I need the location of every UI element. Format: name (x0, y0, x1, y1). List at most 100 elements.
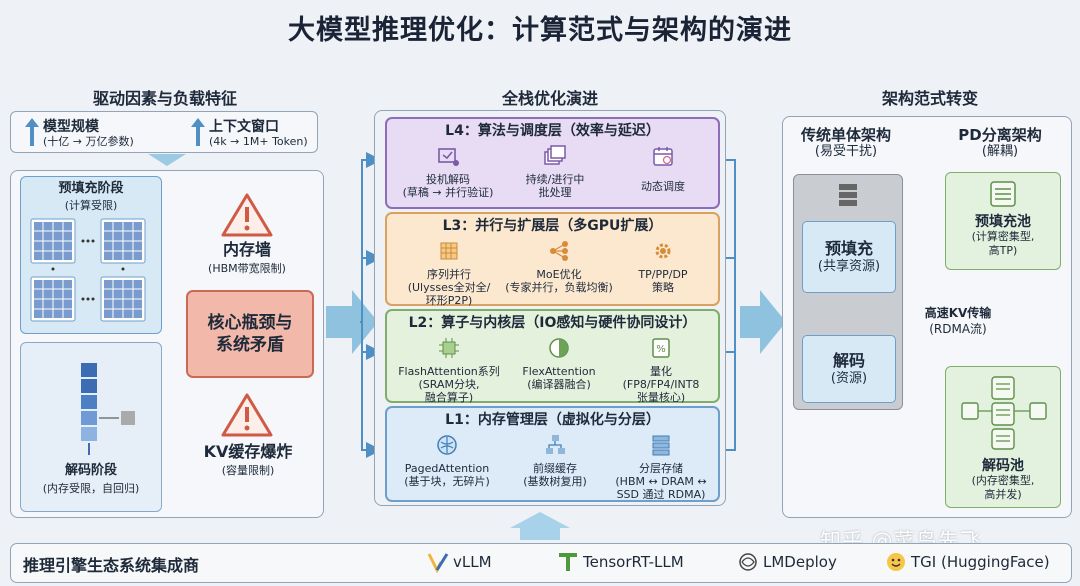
l4-item-2-line1: 持续/进行中 (525, 173, 585, 186)
context-window-sub: (4k → 1M+ Token) (209, 135, 308, 148)
engine-vllm: vLLM (453, 553, 492, 571)
left-to-middle-arrow (326, 290, 378, 354)
page-title: 大模型推理优化：计算范式与架构的演进 (288, 15, 792, 46)
batching-icon (544, 145, 566, 165)
prefill-pool-box: 预填充池 (计算密集型, 高TP) (945, 172, 1061, 270)
warning-icon (221, 193, 273, 237)
l2-item-flexattention: FlexAttention (编译器融合) (509, 337, 609, 391)
l3-item-tppp: TP/PP/DP 策略 (615, 240, 711, 294)
token-sequence-icon (81, 363, 135, 455)
l1-item-tiered-storage: 分层存储 (HBM ↔ DRAM ↔ SSD 通过 RDMA) (607, 434, 715, 501)
l1-item-3-line1: 分层存储 (639, 462, 683, 475)
mono-label: 传统单体架构 (800, 126, 891, 144)
kv-explosion-label: KV缓存爆炸 (203, 442, 293, 461)
stack-icon (652, 435, 670, 456)
huggingface-logo-icon (887, 553, 905, 571)
l4-item-1-line1: 投机解码 (426, 173, 470, 186)
prefill-pool-sub2: 高TP) (988, 244, 1018, 257)
memory-wall-label: 内存墙 (222, 240, 271, 259)
drivers-box: 模型规模 (十亿 → 万亿参数) 上下文窗口 (4k → 1M+ Token) (10, 111, 318, 153)
arrow-up-icon (191, 118, 205, 146)
server-rack-icon (990, 181, 1016, 207)
l2-item-2-line2: (编译器融合) (527, 378, 591, 391)
mono-decode-box: 解码 (资源) (802, 335, 896, 403)
engine-tensorrt: TensorRT-LLM (583, 553, 684, 571)
server-icon (839, 184, 857, 206)
gear-icon (655, 243, 671, 259)
prefill-stage-label: 预填充阶段 (58, 181, 124, 196)
l3-item-moe: MoE优化 (专家并行，负载均衡) (503, 240, 615, 294)
tree-cache-icon (546, 435, 565, 454)
vllm-logo-icon (427, 553, 449, 574)
l2-item-3-line2: (FP8/FP4/INT8 (622, 378, 700, 391)
l4-item-speculative: 投机解码 (草稿 → 并行验证) (393, 145, 503, 199)
l4-item-2-line2: 批处理 (538, 186, 572, 199)
core-line2: 系统矛盾 (216, 335, 284, 355)
ecosystem-bar: 推理引擎生态系统集成商 vLLM TensorRT-LLM LMDeploy T… (10, 543, 1072, 583)
decode-pool-label: 解码池 (982, 458, 1024, 474)
l4-title: L4：算法与调度层（效率与延迟） (445, 123, 660, 139)
quantization-icon: % (652, 338, 670, 358)
l2-item-3-line1: 量化 (650, 365, 672, 378)
engine-lmdeploy: LMDeploy (763, 553, 837, 571)
speculative-decoding-icon (438, 148, 459, 166)
layer-l2: L2：算子与内核层（IO感知与硬件协同设计） FlashAttention系列 … (385, 309, 720, 404)
l4-item-3-line1: 动态调度 (641, 180, 685, 193)
model-scale-label: 模型规模 (43, 119, 99, 135)
bottom-up-arrow (510, 512, 570, 540)
layer-l4: L4：算法与调度层（效率与延迟） 投机解码 (草稿 → 并行验证) 持续/进行中… (385, 117, 720, 209)
kv-transfer-sub: (RDMA流) (929, 322, 987, 336)
ecosystem-label: 推理引擎生态系统集成商 (23, 556, 200, 575)
l3-item-1-line1: 序列并行 (427, 268, 471, 281)
l3-item-sequence-parallel: 序列并行 (Ulysses全对全/ 环形P2P) (393, 240, 505, 307)
decode-pool-sub1: (内存密集型, (971, 474, 1035, 487)
l2-item-flashattention: FlashAttention系列 (SRAM分块, 融合算子) (391, 337, 507, 404)
l3-item-3-line1: TP/PP/DP (638, 268, 688, 281)
l1-title: L1：内存管理层（虚拟化与分层） (445, 412, 660, 428)
decode-stage-box: 解码阶段 (内存受限，自回归) (20, 342, 162, 512)
memory-wall-sub: (HBM带宽限制) (208, 262, 286, 275)
calendar-icon (653, 147, 673, 166)
mono-decode-label: 解码 (832, 351, 865, 370)
l2-title: L2：算子与内核层（IO感知与硬件协同设计） (408, 315, 697, 331)
l3-item-1-line2: (Ulysses全对全/ (407, 281, 491, 294)
mono-prefill-label: 预填充 (824, 239, 873, 258)
l1-item-pagedattention: PagedAttention (基于块，无碎片) (391, 434, 503, 488)
kv-explosion-sub: (容量限制) (221, 464, 275, 477)
l1-item-3-line3: SSD 通过 RDMA) (616, 488, 706, 501)
kv-transfer-label: 高速KV传输 (924, 306, 992, 320)
l2-item-2-line1: FlexAttention (522, 365, 596, 378)
l3-item-2-line2: (专家并行，负载均衡) (505, 281, 613, 294)
l2-item-1-line1: FlashAttention系列 (398, 365, 500, 378)
mono-prefill-sub: (共享资源) (817, 259, 881, 274)
l1-item-1-line1: PagedAttention (404, 462, 490, 475)
l3-title: L3：并行与扩展层（多GPU扩展） (442, 218, 663, 234)
l2-item-quantization: % 量化 (FP8/FP4/INT8 张量核心) (611, 337, 711, 404)
pd-sub: (解耦) (981, 144, 1019, 159)
l3-item-1-line3: 环形P2P) (425, 294, 473, 307)
mono-prefill-box: 预填充 (共享资源) (802, 221, 896, 293)
pd-label: PD分离架构 (958, 126, 1042, 144)
monolithic-server-box: 预填充 (共享资源) 解码 (资源) (793, 174, 903, 410)
svg-text:%: % (656, 344, 666, 355)
chip-icon (439, 338, 459, 358)
tensorrt-logo-icon (559, 553, 577, 571)
l3-item-2-line1: MoE优化 (536, 268, 582, 281)
moe-network-icon (550, 241, 568, 261)
flex-compiler-icon (549, 338, 569, 358)
right-heading: 架构范式转变 (881, 89, 978, 108)
lmdeploy-logo-icon (739, 553, 757, 571)
prefill-stage-box: 预填充阶段 (计算受限) (20, 176, 162, 334)
server-cluster-icon (961, 376, 1047, 450)
l1-item-prefix-cache: 前缀缓存 (基数树复用) (503, 434, 607, 488)
l3-item-3-line2: 策略 (652, 281, 674, 294)
l1-item-2-line1: 前缀缓存 (533, 462, 577, 475)
l4-item-scheduling: 动态调度 (613, 145, 713, 193)
sequence-parallel-icon (440, 242, 458, 260)
layer-l3: L3：并行与扩展层（多GPU扩展） 序列并行 (Ulysses全对全/ 环形P2… (385, 212, 720, 307)
middle-to-right-arrow (740, 290, 786, 354)
decode-stage-sub: (内存受限，自回归) (42, 482, 140, 495)
l2-item-1-line3: 融合算子) (424, 391, 474, 404)
l1-item-3-line2: (HBM ↔ DRAM ↔ (615, 475, 707, 488)
prefill-stage-sub: (计算受限) (64, 199, 118, 212)
